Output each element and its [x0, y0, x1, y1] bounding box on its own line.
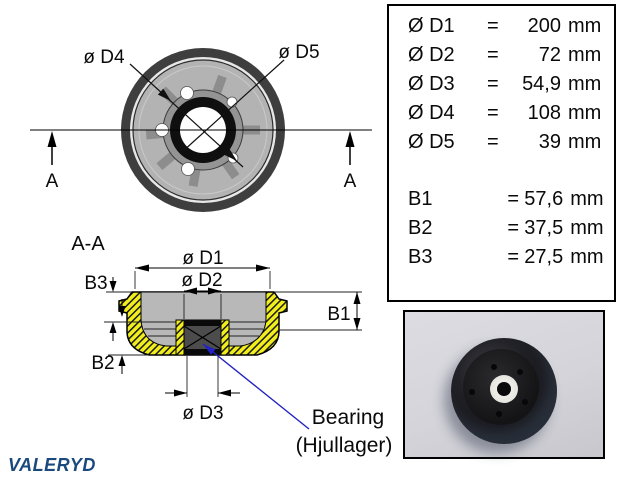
product-photo	[403, 310, 605, 459]
hub-tube-wall-left	[175, 319, 185, 356]
dim-b1	[353, 292, 361, 330]
equals-sign: =	[487, 102, 499, 124]
bearing-leader-line	[202, 343, 310, 430]
section-title: A-A	[71, 233, 105, 255]
equals-sign: =	[507, 217, 520, 239]
equals-sign: =	[487, 15, 499, 37]
row-unit: mm	[568, 102, 602, 124]
row-unit: mm	[570, 246, 604, 268]
drum-cavity	[140, 291, 267, 347]
row-label: Ø D2	[408, 44, 455, 66]
b3-label: B3	[84, 273, 107, 294]
table-row-d1: Ø D1 = 200 mm	[408, 12, 604, 41]
photo-bolt-hole	[496, 411, 502, 417]
hub-tube-wall-right	[220, 319, 230, 356]
equals-sign: =	[487, 131, 499, 153]
table-row-d4: Ø D4 = 108 mm	[408, 99, 604, 128]
photo-bolt-hole	[469, 389, 475, 395]
dim-b2	[118, 299, 126, 374]
drum-front-view: ø D4 ø D5 A A	[30, 42, 372, 212]
row-value: 72	[538, 44, 561, 66]
dim-d1	[135, 264, 270, 272]
row-label: B1	[408, 188, 433, 210]
bearing-bottom-band	[184, 349, 221, 355]
bearing-leader-arrowhead	[203, 344, 216, 355]
dimension-table: Ø D1 = 200 mm Ø D2 = 72 mm Ø D3 = 54,9 mm Ø D4 = 10…	[387, 4, 616, 302]
equals-sign: =	[507, 188, 520, 210]
photo-bolt-hole	[517, 369, 523, 375]
row-unit: mm	[568, 73, 602, 95]
row-label: B3	[408, 246, 433, 268]
table-row-d2: Ø D2 = 72 mm	[408, 41, 604, 70]
bearing-cross	[183, 325, 222, 350]
d4-label: ø D4	[83, 47, 125, 68]
table-row-b2: B2 =37,5 mm	[408, 214, 604, 243]
row-value: 108	[527, 102, 561, 124]
d4-arrowhead	[157, 88, 171, 101]
bearing-top-band	[184, 320, 221, 326]
table-row-b3: B3 =27,5 mm	[408, 243, 604, 272]
b1-label: B1	[327, 304, 350, 325]
table-row-d3: Ø D3 = 54,9 mm	[408, 70, 604, 99]
row-unit: mm	[568, 44, 602, 66]
section-letter-left: A	[46, 171, 59, 192]
bearing-label-en: Bearing	[312, 406, 384, 429]
row-unit: mm	[568, 15, 602, 37]
d4-arrowhead-2	[223, 148, 237, 161]
row-unit: mm	[568, 131, 602, 153]
section-arrow-right	[345, 131, 355, 165]
extension-lines	[104, 271, 362, 397]
row-unit: mm	[570, 217, 604, 239]
dim-d2	[184, 287, 221, 295]
row-value: 57,6	[524, 188, 564, 210]
drum-section-view: A-A ø D1 ø D2 ø D3 B1 B3 B2 Bearing (Hju…	[71, 233, 392, 457]
row-label: Ø D5	[408, 131, 455, 153]
photo-bolt-hole	[491, 364, 497, 370]
b2-label: B2	[91, 353, 114, 374]
equals-sign: =	[507, 246, 520, 268]
row-value: 27,5	[524, 246, 564, 268]
table-row-b1: B1 =57,6 mm	[408, 185, 604, 214]
d5-leader-line	[181, 59, 285, 153]
row-value: 39	[538, 131, 561, 153]
row-label: Ø D1	[408, 15, 455, 37]
d3-label: ø D3	[182, 403, 223, 424]
row-label: B2	[408, 217, 433, 239]
row-value: 37,5	[524, 217, 564, 239]
section-letter-right: A	[344, 171, 357, 192]
valeryd-logo: VALERYD	[8, 455, 96, 475]
d2-label: ø D2	[181, 270, 222, 291]
photo-bolt-hole	[522, 399, 528, 405]
row-label: Ø D4	[408, 102, 455, 124]
equals-sign: =	[487, 44, 499, 66]
equals-sign: =	[487, 73, 499, 95]
d5-label: ø D5	[278, 42, 319, 63]
row-value: 200	[527, 15, 561, 37]
table-group-gap	[408, 157, 604, 185]
row-value: 54,9	[522, 73, 561, 95]
row-label: Ø D3	[408, 73, 455, 95]
section-arrow-left	[47, 131, 57, 165]
row-unit: mm	[570, 188, 604, 210]
table-row-d5: Ø D5 = 39 mm	[408, 128, 604, 157]
dim-b3	[109, 277, 117, 341]
d4-leader-line	[129, 63, 244, 168]
bearing-label-sv: (Hjullager)	[296, 434, 393, 457]
d1-label: ø D1	[182, 248, 223, 269]
dim-d3	[165, 389, 240, 397]
photo-center-bore	[497, 382, 511, 396]
